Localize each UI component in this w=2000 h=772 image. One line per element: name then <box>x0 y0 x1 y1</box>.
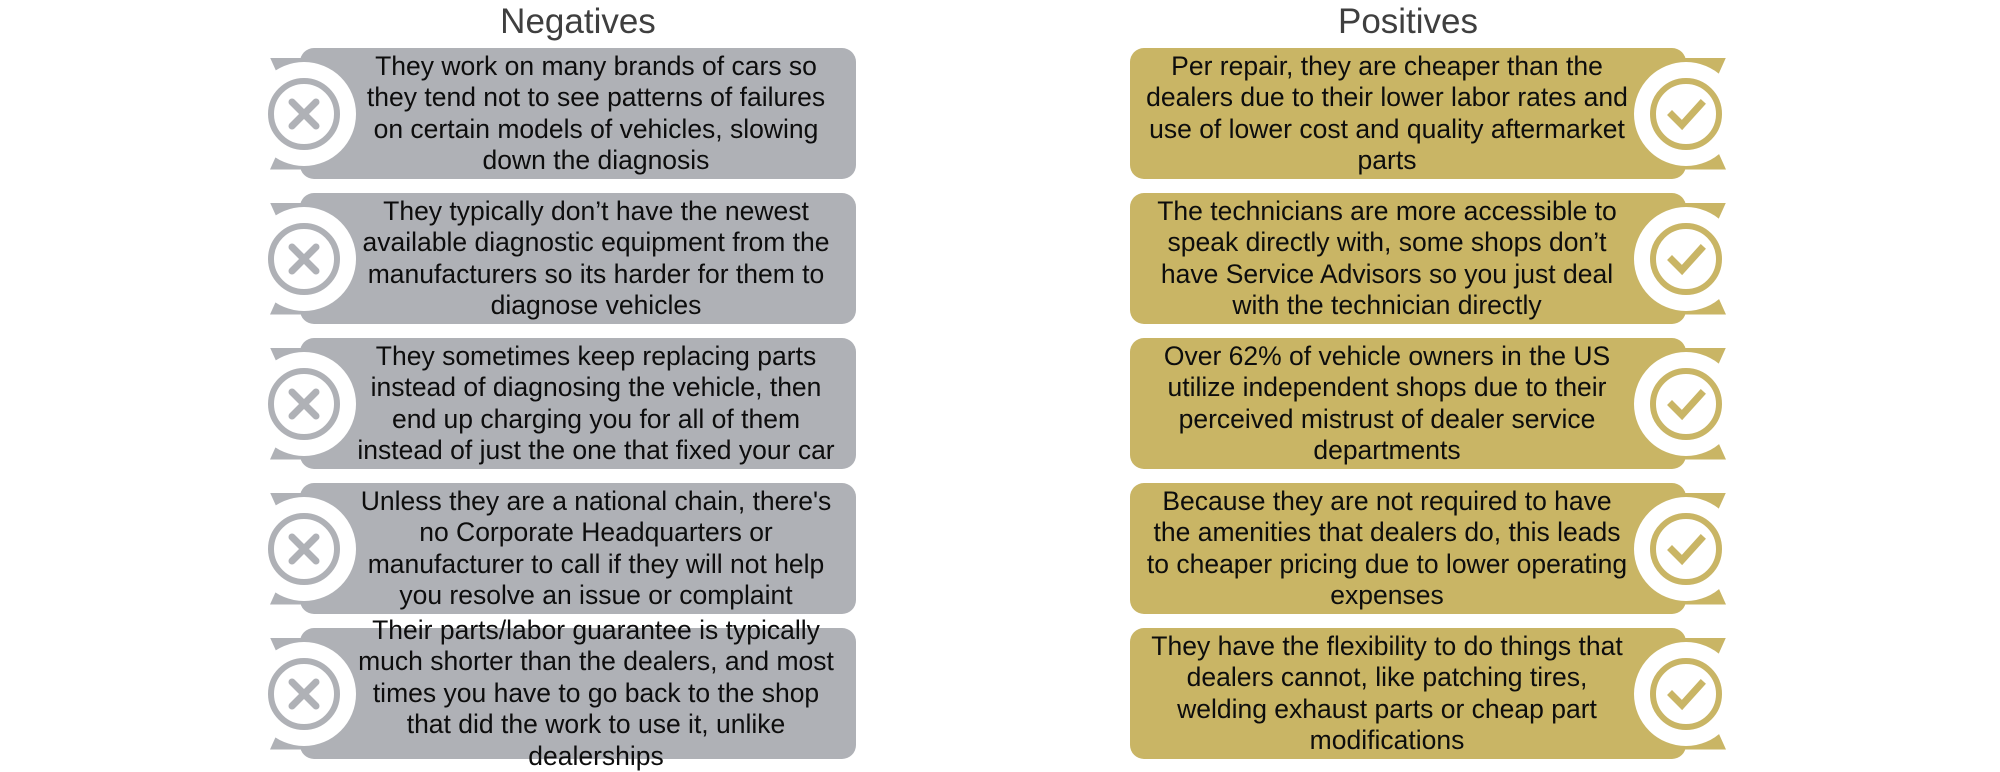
circle-x-icon <box>265 220 343 298</box>
circle-check-icon <box>1647 655 1725 733</box>
callout-body <box>1130 338 1686 469</box>
negative-item-text: They sometimes keep replacing parts inst… <box>357 340 835 466</box>
circle-check-icon <box>1647 365 1725 443</box>
circle-x-icon <box>265 75 343 153</box>
negative-item-5: Their parts/labor guarantee is typically… <box>250 614 856 771</box>
positive-item-1: Per repair, they are cheaper than the de… <box>1130 48 1740 179</box>
negative-item-text: They typically don’t have the newest ava… <box>362 195 830 321</box>
positive-item-text: The technicians are more accessible to s… <box>1157 195 1617 321</box>
negative-item-text: Their parts/labor guarantee is typically… <box>358 614 834 771</box>
callout-body <box>1130 628 1686 759</box>
positive-item-4: Because they are not required to have th… <box>1130 483 1740 614</box>
circle-check-icon <box>1647 220 1725 298</box>
positives-column-title: Positives <box>1337 2 1479 41</box>
negative-item-2: They typically don’t have the newest ava… <box>250 193 856 324</box>
positive-item-2: The technicians are more accessible to s… <box>1130 193 1740 324</box>
callout-body <box>300 338 856 469</box>
circle-x-icon <box>265 655 343 733</box>
callout-body <box>300 483 856 614</box>
positive-item-text: They have the flexibility to do things t… <box>1151 630 1623 756</box>
callout-body <box>300 628 856 759</box>
callout-body <box>300 48 856 179</box>
circle-x-icon <box>265 510 343 588</box>
circle-x-icon <box>265 365 343 443</box>
positive-item-text: Over 62% of vehicle owners in the US uti… <box>1163 340 1611 466</box>
positive-item-3: Over 62% of vehicle owners in the US uti… <box>1130 338 1740 469</box>
negative-item-text: Unless they are a national chain, there'… <box>360 485 832 611</box>
negatives-column-title: Negatives <box>500 2 656 41</box>
negative-item-1: They work on many brands of cars so they… <box>250 48 856 179</box>
positive-item-5: They have the flexibility to do things t… <box>1130 628 1740 759</box>
positive-item-text: Because they are not required to have th… <box>1146 485 1628 611</box>
negative-item-3: They sometimes keep replacing parts inst… <box>250 338 856 469</box>
callout-body <box>300 193 856 324</box>
callout-body <box>1130 48 1686 179</box>
circle-check-icon <box>1647 510 1725 588</box>
positive-item-text: Per repair, they are cheaper than the de… <box>1146 50 1628 176</box>
callout-body <box>1130 483 1686 614</box>
negative-item-4: Unless they are a national chain, there'… <box>250 483 856 614</box>
negative-item-text: They work on many brands of cars so they… <box>366 50 826 176</box>
circle-check-icon <box>1647 75 1725 153</box>
callout-body <box>1130 193 1686 324</box>
